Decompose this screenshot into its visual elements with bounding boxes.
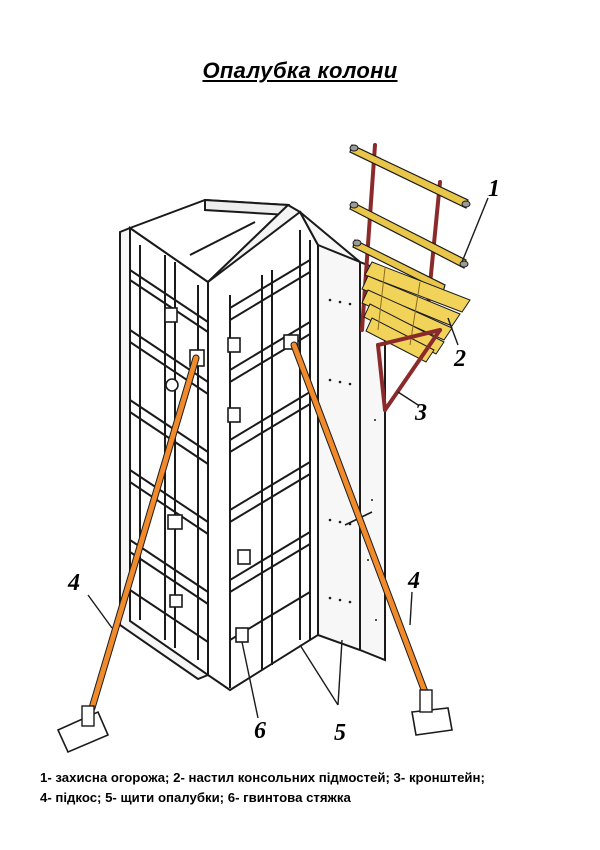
callout-2: 2 (453, 346, 466, 372)
callout-5: 5 (334, 720, 346, 746)
callout-6: 6 (254, 718, 266, 744)
callout-4-right: 4 (407, 568, 420, 594)
left-brace (56, 354, 200, 754)
legend-line-1: 1- захисна огорожа; 2- настил консольних… (40, 770, 485, 785)
scaffold-decking (361, 261, 471, 363)
callout-1: 1 (488, 176, 500, 202)
callout-4-left: 4 (67, 570, 80, 596)
legend-line-2: 4- підкос; 5- щити опалубки; 6- гвинтова… (40, 790, 351, 805)
right-panel-clamps (227, 334, 299, 643)
callout-leaders (87, 197, 489, 719)
callout-3: 3 (414, 400, 427, 426)
guardrail (349, 143, 471, 332)
bracket (376, 328, 442, 412)
page-title: Опалубка колони (202, 58, 398, 83)
right-brace (290, 341, 453, 736)
right-formwork-panel (207, 210, 319, 692)
legend: 1- захисна огорожа; 2- настил консольних… (40, 768, 585, 808)
